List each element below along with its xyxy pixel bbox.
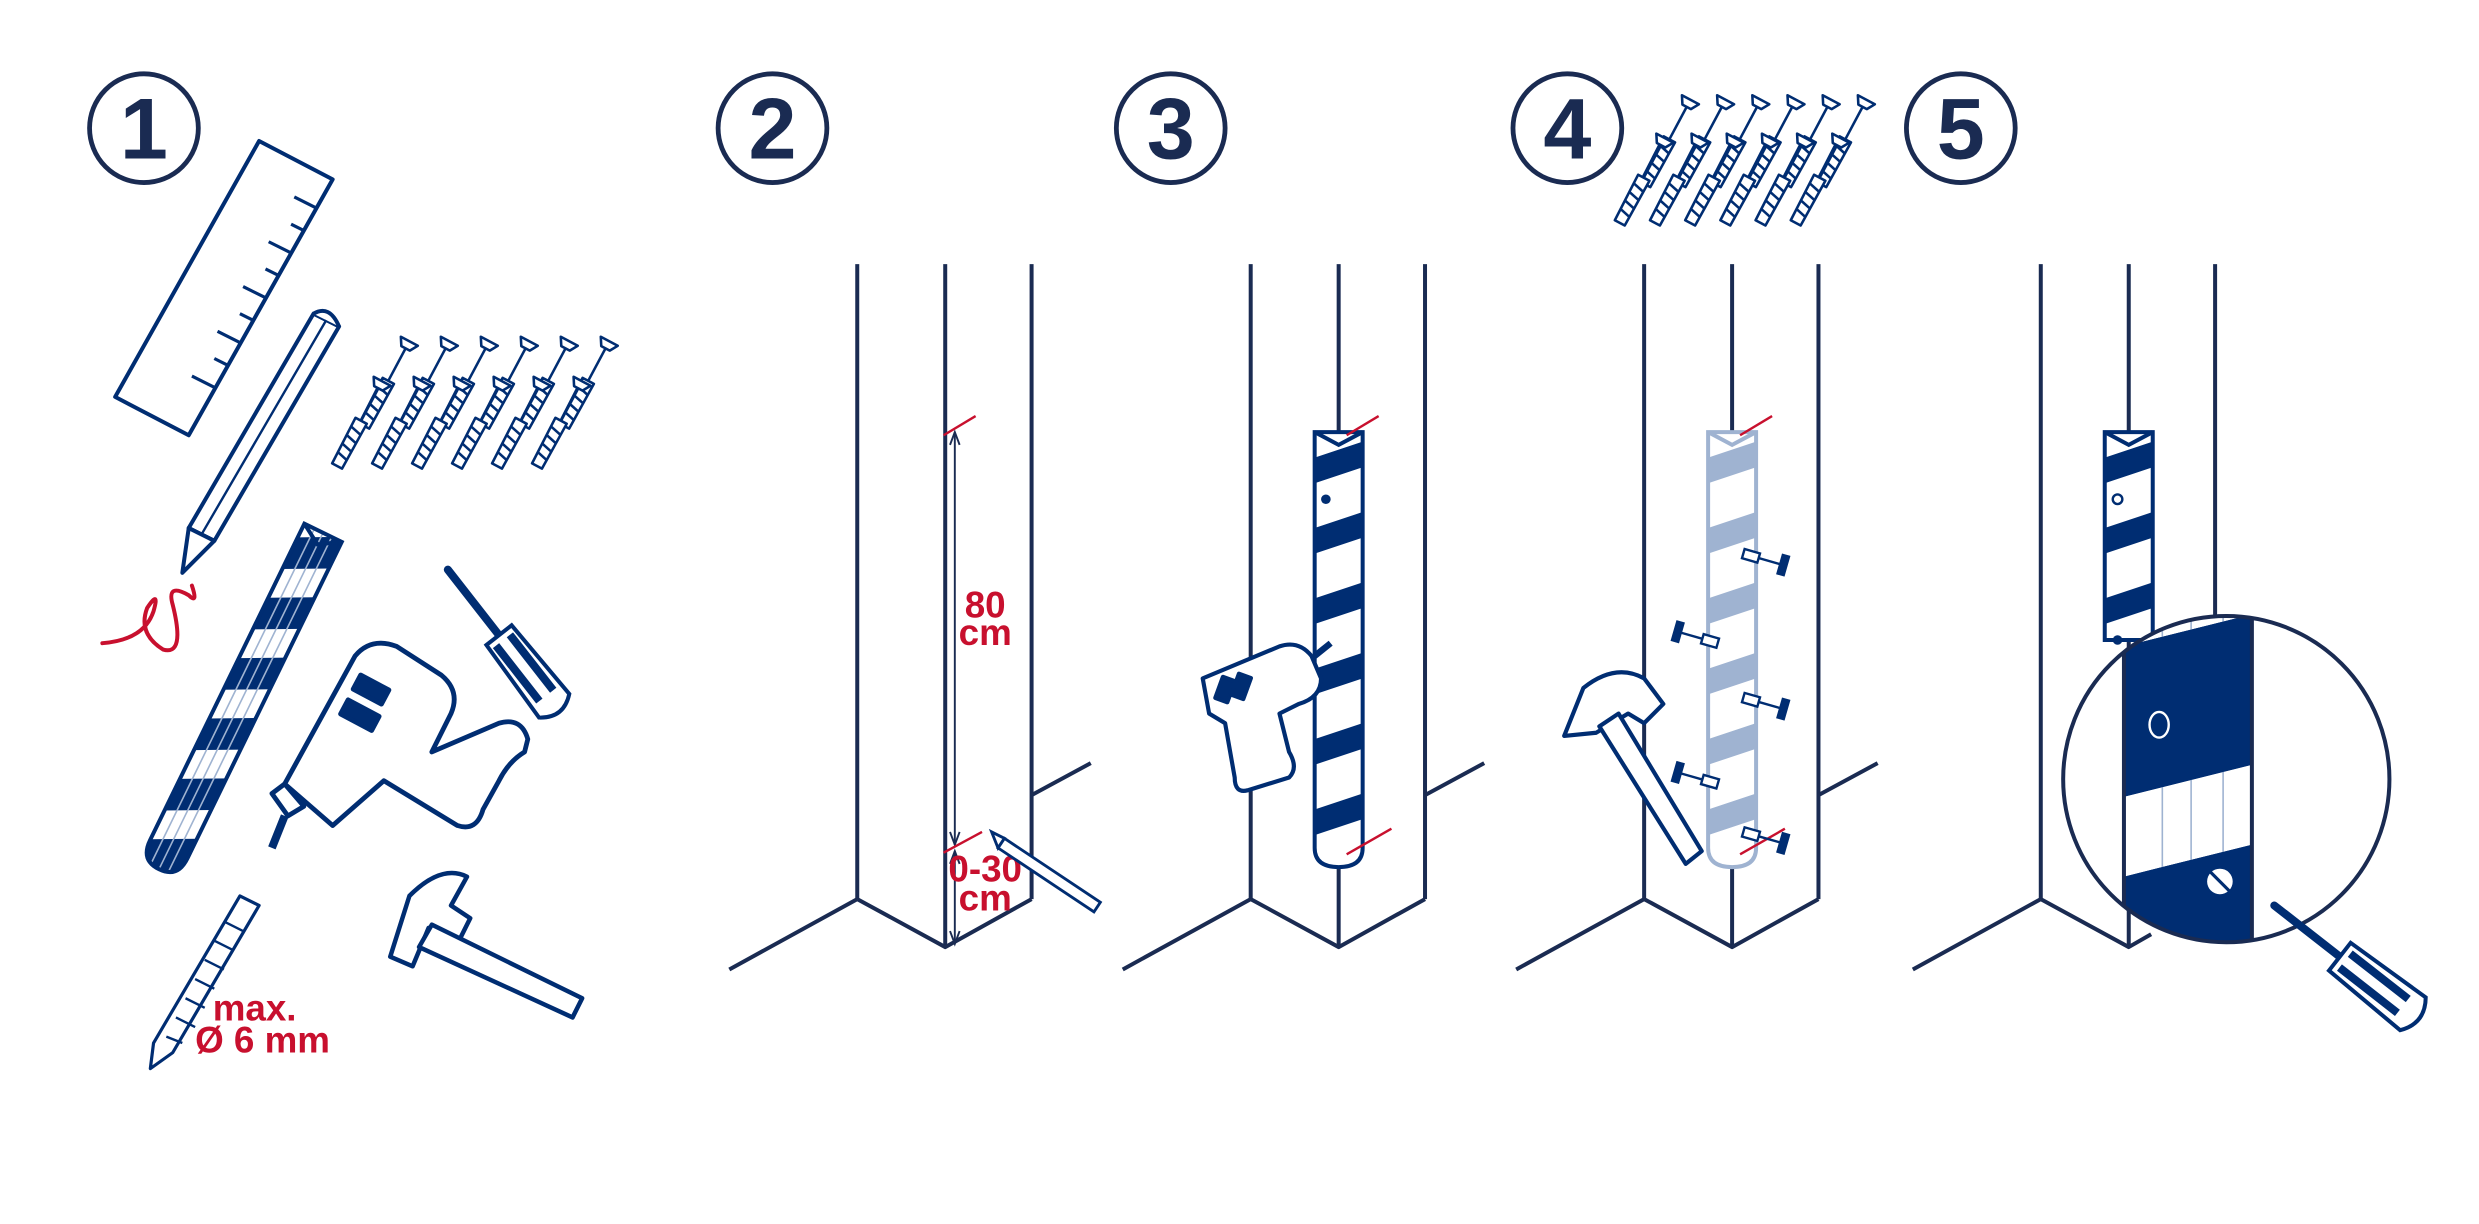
corner-guard-icon <box>140 521 345 879</box>
guard-mark-bottom <box>1346 827 1393 856</box>
hammer-icon <box>388 870 585 1020</box>
screwdriver-icon <box>443 565 572 720</box>
step-number-2: 2 <box>748 82 796 178</box>
anchor-screw-set-step-4 <box>1610 93 1877 229</box>
wall-corner-step-4 <box>1515 264 1879 972</box>
step-badge-1: 1 <box>87 71 201 185</box>
hammering-hammer-icon <box>1562 670 1704 866</box>
measurement-lines <box>949 429 961 947</box>
lower-distance-unit: cm <box>959 877 1012 918</box>
drill-bit-icon <box>148 894 261 1071</box>
guard-mark-bottom-4 <box>1739 827 1786 856</box>
corner-guard-transparent-step-4 <box>1706 430 1759 870</box>
step-number-3: 3 <box>1147 82 1195 178</box>
corner-guard-mounted-step-5 <box>2102 430 2155 645</box>
upper-mark <box>943 415 977 437</box>
zoom-detail <box>2061 613 2392 945</box>
pencil-scribble <box>100 583 197 653</box>
ruler-icon <box>113 138 335 438</box>
upper-distance-value: 80 <box>965 585 1006 626</box>
upper-distance-unit: cm <box>959 612 1012 653</box>
fastening-screwdriver-icon <box>2270 901 2428 1033</box>
wall-corner-step-5 <box>1911 264 2218 972</box>
guard-mark-top <box>1346 415 1380 437</box>
drill-bit-max-label: max. <box>213 988 297 1029</box>
drill-bit-diameter-label: Ø 6 mm <box>195 1020 330 1061</box>
step-badge-5: 5 <box>1904 71 2018 185</box>
cordless-drill-icon <box>268 640 531 850</box>
step-badge-4: 4 <box>1510 71 1625 185</box>
drilling-drill-icon <box>1200 640 1333 793</box>
guard-mark-top-4 <box>1739 415 1773 437</box>
step-number-1: 1 <box>120 82 168 178</box>
corner-guard-mounted-step-3 <box>1312 430 1365 870</box>
pencil-icon <box>180 308 342 575</box>
wall-corner-step-3 <box>1121 264 1486 972</box>
step-number-4: 4 <box>1543 82 1591 178</box>
marking-pencil-icon <box>988 828 1103 914</box>
step-badge-3: 3 <box>1113 71 1228 185</box>
step-number-5: 5 <box>1937 82 1985 178</box>
lower-mark <box>943 830 983 854</box>
step-badge-2: 2 <box>715 71 830 185</box>
wall-corner-step-2 <box>728 264 1092 972</box>
anchor-screw-set-icon <box>327 335 620 472</box>
